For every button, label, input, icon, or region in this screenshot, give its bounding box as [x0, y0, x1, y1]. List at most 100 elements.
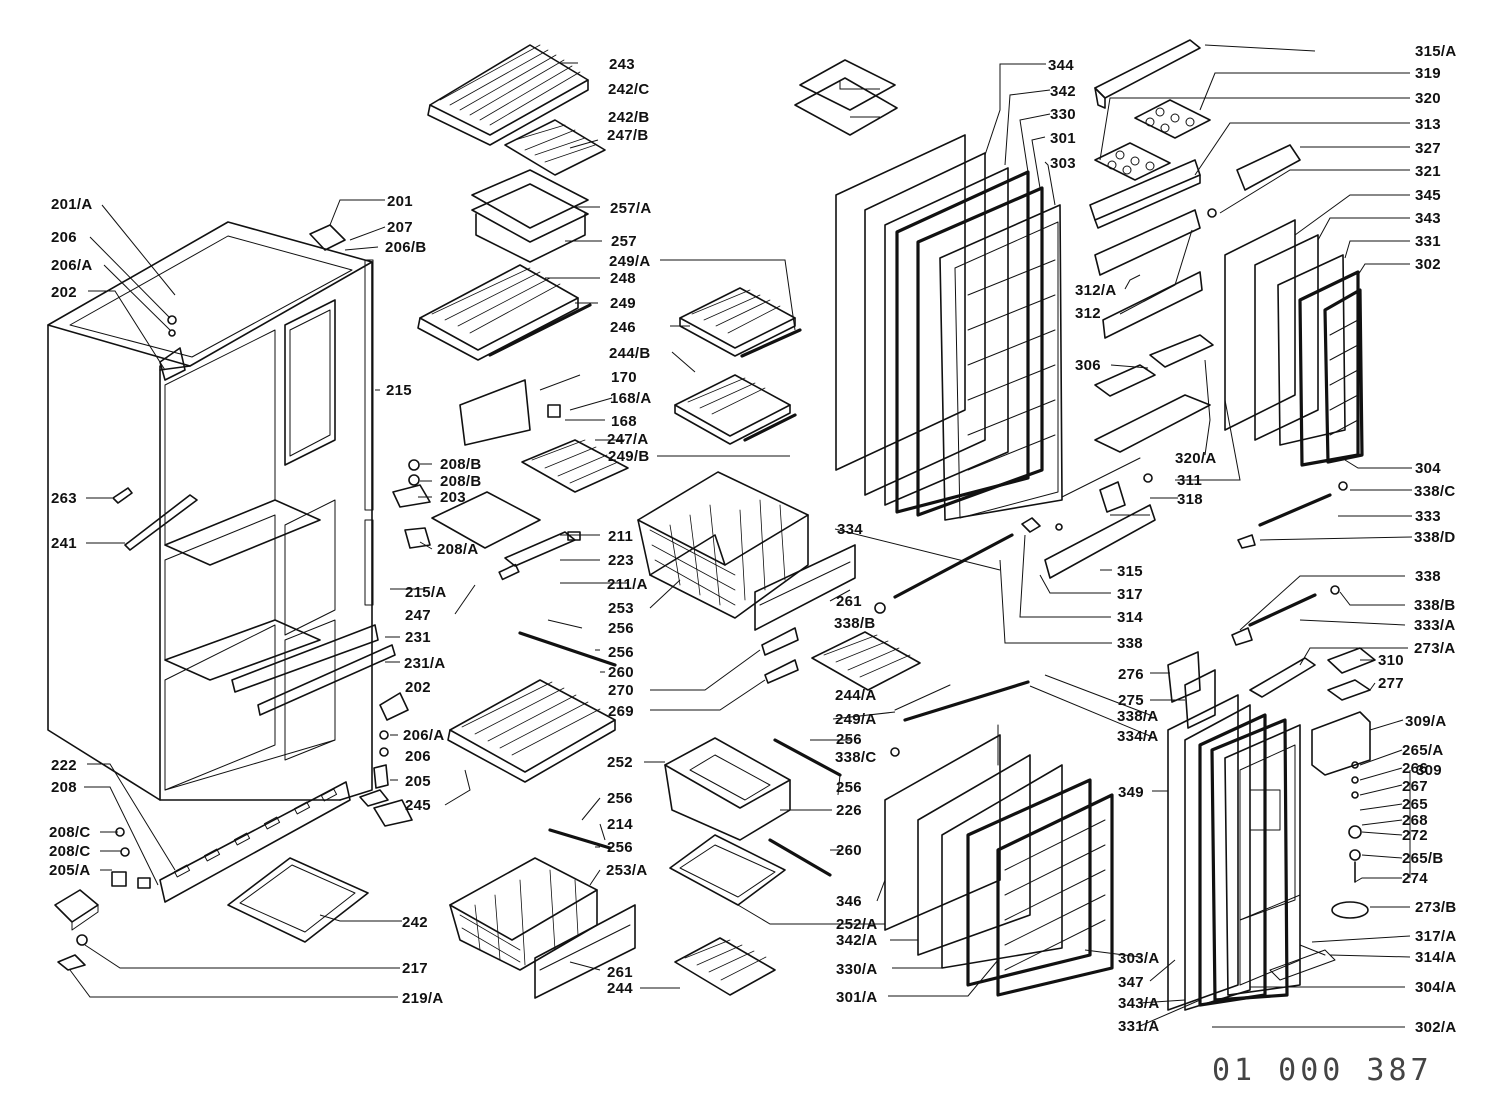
part-label: 202	[405, 679, 431, 696]
part-label: 342	[1050, 83, 1076, 100]
part-label: 273/B	[1415, 899, 1457, 916]
part-label: 206	[51, 229, 77, 246]
part-label: 217	[402, 960, 428, 977]
part-label: 252	[607, 754, 633, 771]
part-label: 231/A	[404, 655, 446, 672]
part-label: 267	[1402, 778, 1428, 795]
part-label: 260	[608, 664, 634, 681]
part-label: 245	[405, 797, 431, 814]
part-label: 345	[1415, 187, 1441, 204]
part-label: 208/C	[49, 824, 91, 841]
part-label: 338/C	[835, 749, 877, 766]
part-label: 265/A	[1402, 742, 1444, 759]
part-label: 223	[608, 552, 634, 569]
part-label: 205	[405, 773, 431, 790]
leader-lines	[69, 44, 1413, 1028]
part-label: 208	[51, 779, 77, 796]
part-label: 201/A	[51, 196, 93, 213]
part-label: 312/A	[1075, 282, 1117, 299]
part-label: 256	[607, 839, 633, 856]
part-label: 248	[610, 270, 636, 287]
part-label: 343	[1415, 210, 1441, 227]
part-label: 302/A	[1415, 1019, 1457, 1036]
part-label: 269	[608, 703, 634, 720]
part-label: 206/A	[51, 257, 93, 274]
fridge-door-drawing	[835, 134, 1063, 521]
part-label: 257/A	[610, 200, 652, 217]
part-label: 317/A	[1415, 928, 1457, 945]
part-label: 338/D	[1414, 529, 1456, 546]
part-label: 219/A	[402, 990, 444, 1007]
part-label: 252/A	[836, 916, 878, 933]
part-label: 303	[1050, 155, 1076, 172]
part-label: 344	[1048, 57, 1074, 74]
part-label: 272	[1402, 827, 1428, 844]
part-label: 256	[608, 644, 634, 661]
part-label: 275	[1118, 692, 1144, 709]
part-label: 244	[607, 980, 633, 997]
part-label: 301/A	[836, 989, 878, 1006]
part-label: 244/A	[835, 687, 877, 704]
part-label: 256	[607, 790, 633, 807]
part-label: 208/B	[440, 473, 482, 490]
part-label: 334/A	[1117, 728, 1159, 745]
part-label: 247/B	[607, 127, 649, 144]
part-label: 206	[405, 748, 431, 765]
part-label: 315/A	[1415, 43, 1457, 60]
part-label: 346	[836, 893, 862, 910]
part-label: 338/B	[1414, 597, 1456, 614]
part-label: 330	[1050, 106, 1076, 123]
part-label: 242/B	[608, 109, 650, 126]
part-label: 277	[1378, 675, 1404, 692]
part-label: 303/A	[1118, 950, 1160, 967]
part-label: 206/A	[403, 727, 445, 744]
part-label: 315	[1117, 563, 1143, 580]
part-label: 331/A	[1118, 1018, 1160, 1035]
part-label: 231	[405, 629, 431, 646]
part-label: 256	[608, 620, 634, 637]
part-label: 309/A	[1405, 713, 1447, 730]
document-code: 01 000 387	[1212, 1053, 1433, 1088]
part-label: 343/A	[1118, 995, 1160, 1012]
cabinet-drawing	[47, 221, 431, 971]
part-label: 170	[611, 369, 637, 386]
part-label: 318	[1177, 491, 1203, 508]
part-label: 319	[1415, 65, 1441, 82]
part-label: 205/A	[49, 862, 91, 879]
part-label: 249	[610, 295, 636, 312]
part-label: 207	[387, 219, 413, 236]
part-label: 261	[607, 964, 633, 981]
part-label: 249/A	[609, 253, 651, 270]
part-label: 342/A	[836, 932, 878, 949]
part-label: 334	[837, 521, 863, 538]
part-label: 317	[1117, 586, 1143, 603]
part-label: 265/B	[1402, 850, 1444, 867]
part-label: 215/A	[405, 584, 447, 601]
shelves-drawing	[417, 44, 1030, 999]
part-label: 260	[836, 842, 862, 859]
part-label: 338	[1415, 568, 1441, 585]
part-label: 253	[608, 600, 634, 617]
part-label: 306	[1075, 357, 1101, 374]
part-label: 201	[387, 193, 413, 210]
part-label: 310	[1378, 652, 1404, 669]
part-label: 247/A	[607, 431, 649, 448]
part-label: 208/A	[437, 541, 479, 558]
part-label: 338	[1117, 635, 1143, 652]
part-label: 241	[51, 535, 77, 552]
part-label: 202	[51, 284, 77, 301]
part-label: 203	[440, 489, 466, 506]
part-label: 327	[1415, 140, 1441, 157]
part-label: 320/A	[1175, 450, 1217, 467]
part-label: 266	[1402, 760, 1428, 777]
part-label: 349	[1118, 784, 1144, 801]
part-label: 249/A	[835, 711, 877, 728]
part-label: 338/C	[1414, 483, 1456, 500]
part-label: 338/A	[1117, 708, 1159, 725]
part-label: 168/A	[610, 390, 652, 407]
part-label: 314/A	[1415, 949, 1457, 966]
part-label: 347	[1118, 974, 1144, 991]
part-label: 320	[1415, 90, 1441, 107]
part-label: 242/C	[608, 81, 650, 98]
